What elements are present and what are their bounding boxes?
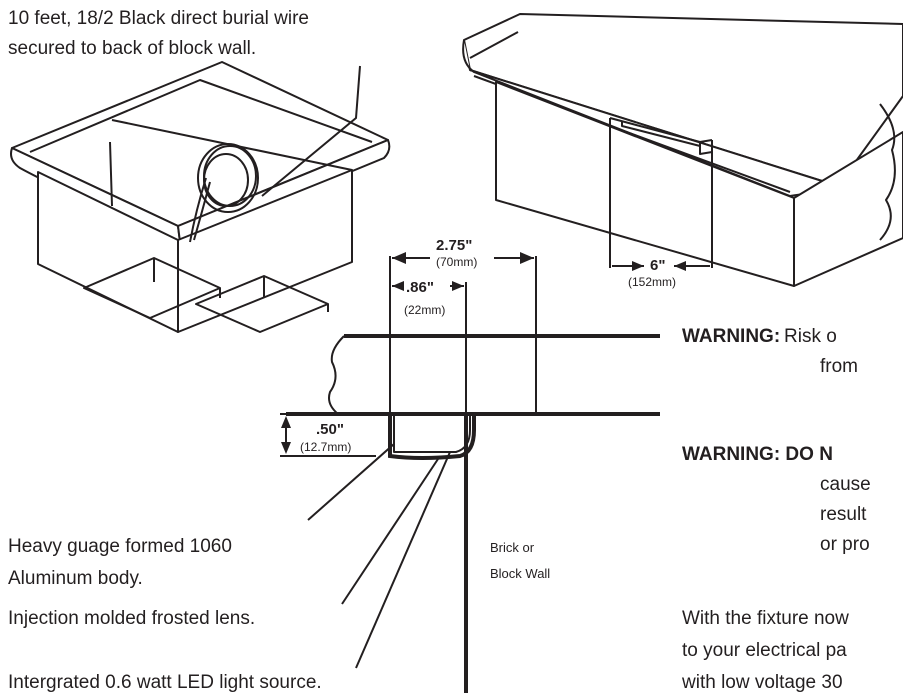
fixture-rear-view	[10, 61, 391, 333]
body-callout-line2: Aluminum body.	[8, 568, 143, 589]
wall-label-line2: Block Wall	[490, 566, 550, 581]
section-view	[286, 256, 660, 693]
body-callout-line1: Heavy guage formed 1060	[8, 536, 232, 557]
warning2-line3: or pro	[820, 534, 870, 555]
width-inches: 6"	[650, 257, 665, 274]
height-mm: (12.7mm)	[300, 440, 351, 454]
dimension-height: .50" (12.7mm)	[280, 413, 376, 457]
dimension-lip: .86" (22mm)	[392, 279, 464, 317]
dimension-depth: 2.75" (70mm)	[392, 237, 534, 269]
height-inches: .50"	[316, 421, 344, 438]
warning2-line2: result	[820, 504, 867, 525]
warning1-label: WARNING:	[682, 326, 780, 347]
footer-line1: With the fixture now	[682, 608, 849, 629]
fixture-mounted-view	[462, 13, 903, 287]
warning2-line1: cause	[820, 474, 871, 495]
warning1-text2: from	[820, 356, 858, 377]
lip-inches: .86"	[406, 279, 434, 296]
led-callout: Intergrated 0.6 watt LED light source.	[8, 672, 322, 693]
footer-line2: to your electrical pa	[682, 640, 847, 661]
wire-callout-line2: secured to back of block wall.	[8, 38, 256, 59]
depth-inches: 2.75"	[436, 237, 472, 254]
dimension-width: 6" (152mm)	[612, 257, 710, 289]
lip-mm: (22mm)	[404, 303, 445, 317]
led-leader-line	[355, 451, 451, 669]
wire-leader-line	[261, 65, 361, 197]
width-mm: (152mm)	[628, 275, 676, 289]
wire-callout-line1: 10 feet, 18/2 Black direct burial wire	[8, 8, 309, 29]
lens-leader-line	[341, 455, 441, 605]
warning2-label: WARNING: DO N	[682, 444, 833, 465]
warning1-text: Risk o	[784, 326, 837, 347]
body-leader-line	[307, 443, 395, 521]
footer-line3: with low voltage 30	[681, 672, 843, 693]
coiled-wire-icon	[189, 143, 259, 243]
wall-label-line1: Brick or	[490, 540, 535, 555]
lens-callout: Injection molded frosted lens.	[8, 608, 255, 629]
depth-mm: (70mm)	[436, 255, 477, 269]
